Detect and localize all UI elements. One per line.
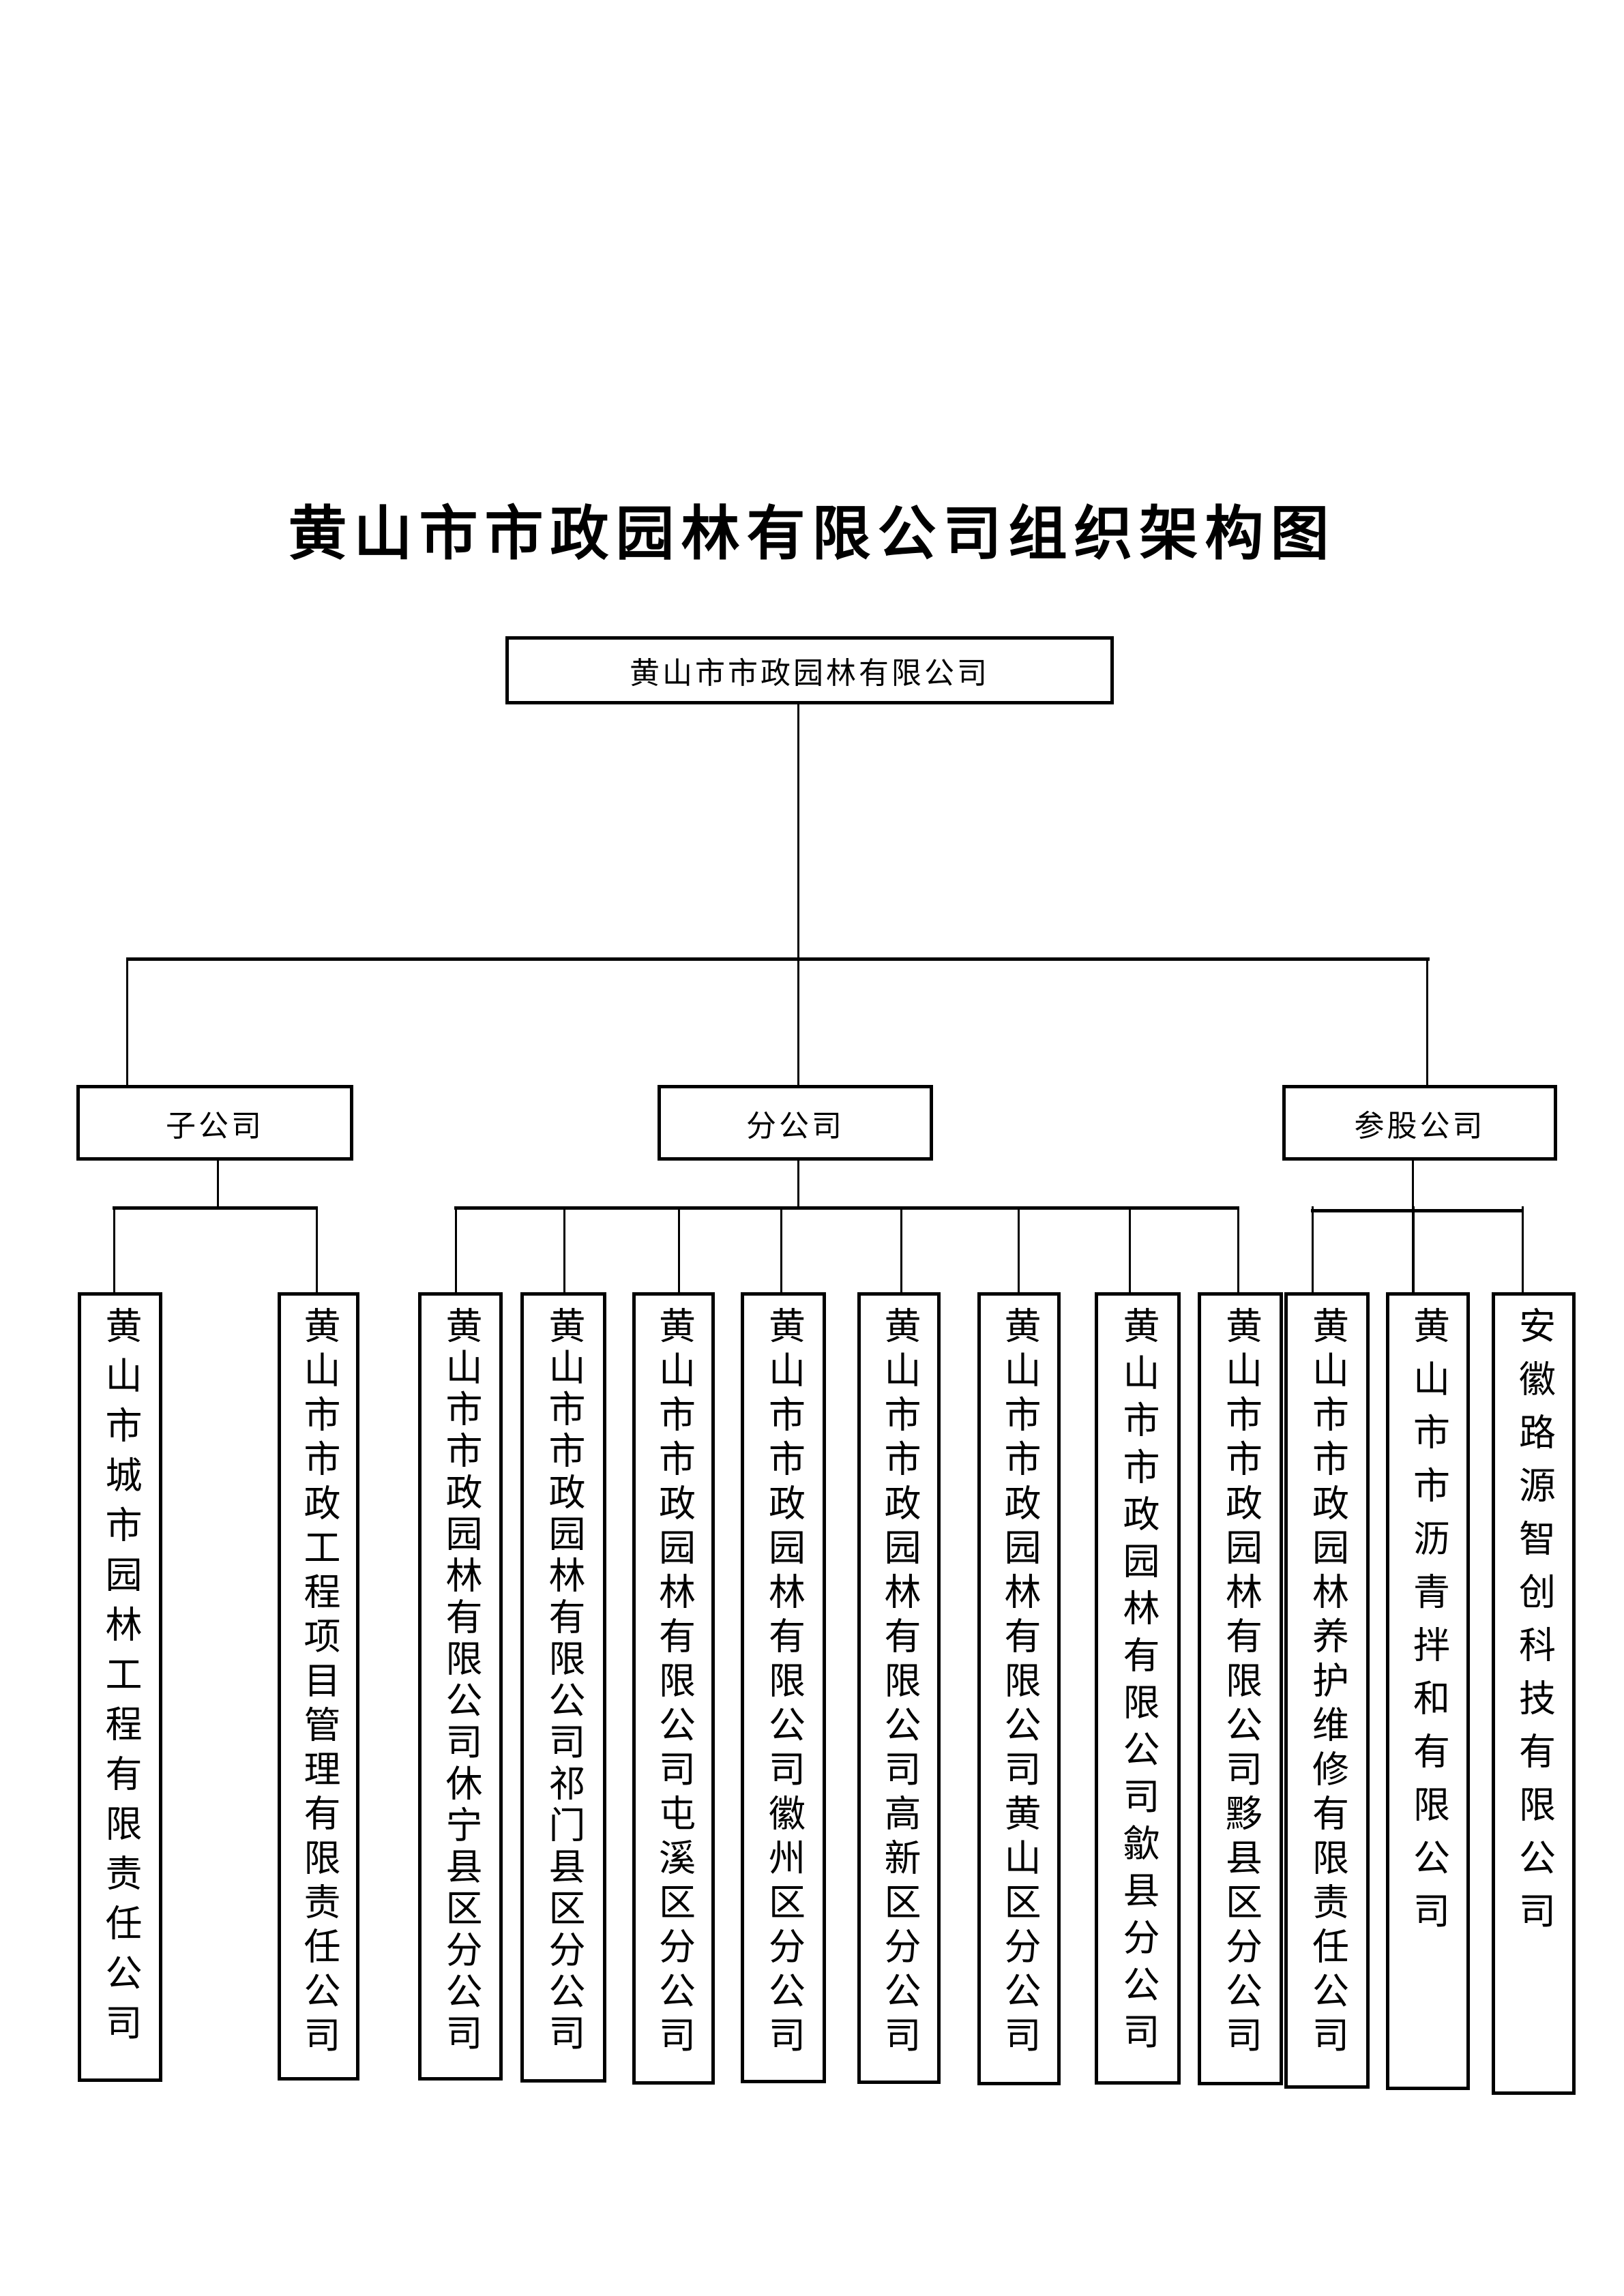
- company-box: 黄山市市政园林有限公司祁门县区分公司: [520, 1292, 606, 2083]
- connector-bus-branches: [454, 1206, 1239, 1210]
- group-label-branches: 分公司: [746, 1109, 844, 1143]
- company-label: 黄山市市政园林有限公司祁门县区分公司: [543, 1307, 584, 2055]
- company-box: 黄山市市政园林有限公司屯溪区分公司: [632, 1292, 715, 2085]
- connector-child-drop: [678, 1206, 680, 1292]
- group-label-subsidiaries: 子公司: [166, 1109, 264, 1143]
- connector-drop-branches: [797, 957, 799, 1085]
- company-box: 安徽路源智创科技有限公司: [1492, 1292, 1576, 2095]
- company-box: 黄山市市政园林有限公司黟县区分公司: [1198, 1292, 1283, 2085]
- group-label-equity: 参股公司: [1354, 1109, 1486, 1143]
- connector-child-drop: [1312, 1206, 1314, 1292]
- connector-child-drop: [1018, 1206, 1020, 1292]
- company-label: 黄山市市政园林有限公司黄山区分公司: [999, 1307, 1039, 2060]
- connector-feed-subsidiaries: [217, 1161, 219, 1208]
- company-label: 黄山市城市园林工程有限责任公司: [100, 1307, 141, 2053]
- company-label: 黄山市市政园林有限公司歙县分公司: [1117, 1307, 1158, 2059]
- company-label: 黄山市市政园林有限公司休宁县区分公司: [440, 1307, 481, 2055]
- group-box-branches: 分公司: [658, 1085, 933, 1161]
- root-company-label: 黄山市市政园林有限公司: [630, 657, 990, 690]
- connector-child-drop: [316, 1206, 318, 1292]
- company-box: 黄山市城市园林工程有限责任公司: [78, 1292, 162, 2082]
- company-box: 黄山市市政园林有限公司徽州区分公司: [741, 1292, 826, 2083]
- company-box: 黄山市市政园林有限公司歙县分公司: [1095, 1292, 1181, 2085]
- company-box: 黄山市市政园林有限公司黄山区分公司: [977, 1292, 1061, 2085]
- connector-child-drop: [563, 1206, 565, 1292]
- group-box-equity: 参股公司: [1282, 1085, 1557, 1161]
- company-box: 黄山市市政工程项目管理有限责任公司: [278, 1292, 359, 2081]
- company-box: 黄山市市政园林养护维修有限责任公司: [1284, 1292, 1370, 2089]
- company-label: 黄山市市政园林有限公司徽州区分公司: [763, 1307, 804, 2060]
- connector-drop-equity: [1426, 957, 1428, 1085]
- company-box: 黄山市市政园林有限公司高新区分公司: [857, 1292, 941, 2084]
- company-label: 黄山市市政园林有限公司屯溪区分公司: [653, 1307, 694, 2060]
- company-label: 黄山市市政园林有限公司高新区分公司: [879, 1307, 919, 2060]
- connector-root-drop: [797, 704, 799, 958]
- company-label: 黄山市市沥青拌和有限公司: [1407, 1307, 1449, 1945]
- company-label: 黄山市市政园林养护维修有限责任公司: [1306, 1307, 1348, 2060]
- group-box-subsidiaries: 子公司: [76, 1085, 353, 1161]
- connector-child-drop: [1129, 1206, 1131, 1292]
- connector-bus-equity: [1311, 1209, 1523, 1212]
- connector-child-drop: [455, 1206, 457, 1292]
- chart-title: 黄山市市政园林有限公司组织架构图: [288, 500, 1336, 568]
- connector-feed-branches: [797, 1161, 799, 1208]
- connector-main-bus: [126, 957, 1430, 961]
- connector-child-drop: [1413, 1206, 1415, 1292]
- connector-drop-subsidiaries: [126, 957, 128, 1085]
- connector-child-drop: [1522, 1206, 1524, 1292]
- connector-child-drop: [780, 1206, 782, 1292]
- connector-child-drop: [1237, 1206, 1239, 1292]
- company-box: 黄山市市沥青拌和有限公司: [1386, 1292, 1470, 2090]
- connector-child-drop: [113, 1206, 115, 1292]
- company-label: 黄山市市政工程项目管理有限责任公司: [298, 1307, 339, 2060]
- connector-bus-subsidiaries: [113, 1206, 318, 1210]
- company-label: 黄山市市政园林有限公司黟县区分公司: [1220, 1307, 1261, 2060]
- connector-child-drop: [900, 1206, 902, 1292]
- company-box: 黄山市市政园林有限公司休宁县区分公司: [418, 1292, 503, 2081]
- root-company-box: 黄山市市政园林有限公司: [505, 636, 1114, 704]
- company-label: 安徽路源智创科技有限公司: [1513, 1307, 1554, 1945]
